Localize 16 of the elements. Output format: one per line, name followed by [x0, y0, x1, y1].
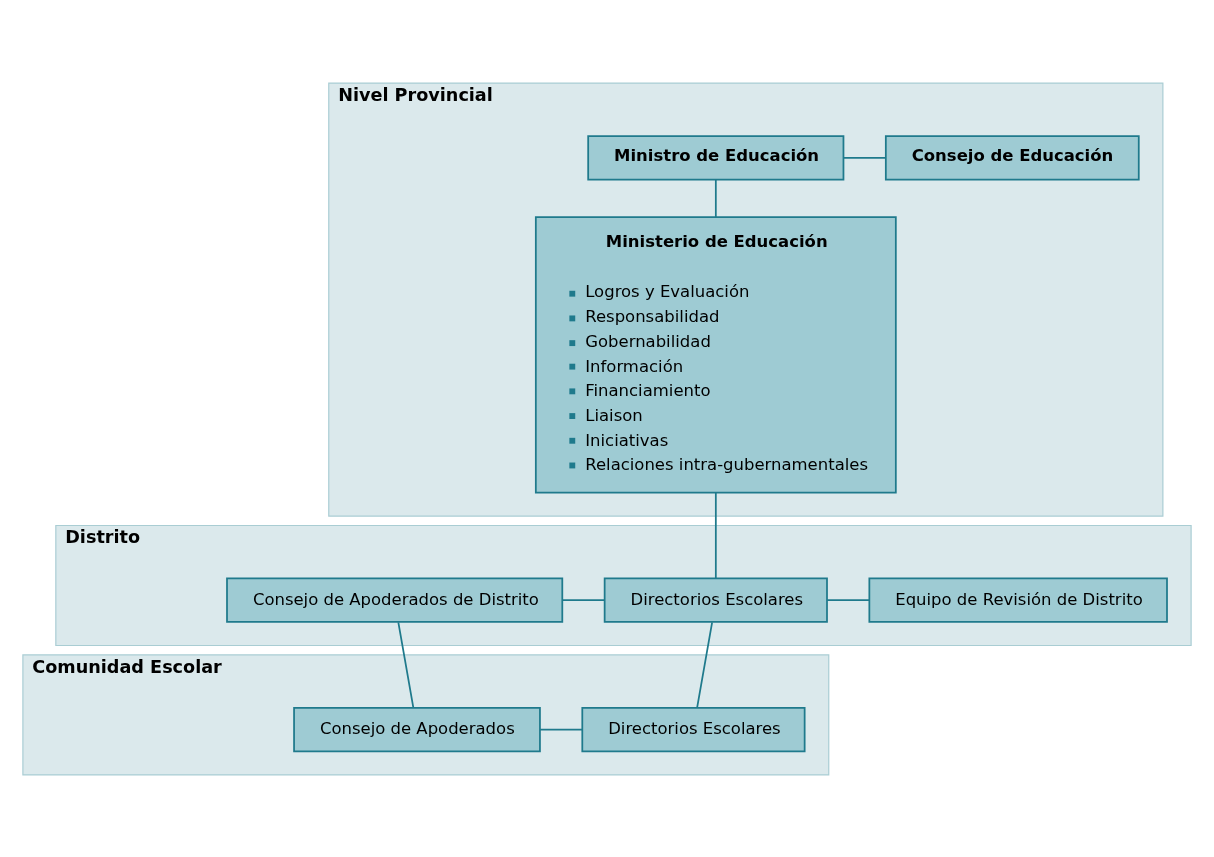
node-box: Consejo de Apoderados de Distrito [226, 577, 564, 623]
node-box: Consejo de Apoderados [293, 706, 541, 752]
node-box: Ministro de Educación [587, 134, 845, 180]
node-box: Consejo de Educación [884, 134, 1140, 180]
node-box: Directorios Escolares [603, 577, 828, 623]
connector [696, 620, 713, 709]
connector [561, 598, 606, 601]
connector [842, 156, 887, 159]
connector [714, 491, 717, 579]
connector [826, 598, 871, 601]
connector [539, 728, 583, 730]
connector [397, 620, 415, 709]
node-box: Equipo de Revisión de Distrito [868, 577, 1168, 623]
connector [714, 178, 717, 218]
node-box: Ministerio de Educación Logros y Evaluación Responsabilidad Gobernabilidad Información Financiamiento Liaison Iniciativas Relaciones intra-gubernamentales [534, 215, 897, 493]
node-box: Directorios Escolares [581, 706, 806, 752]
